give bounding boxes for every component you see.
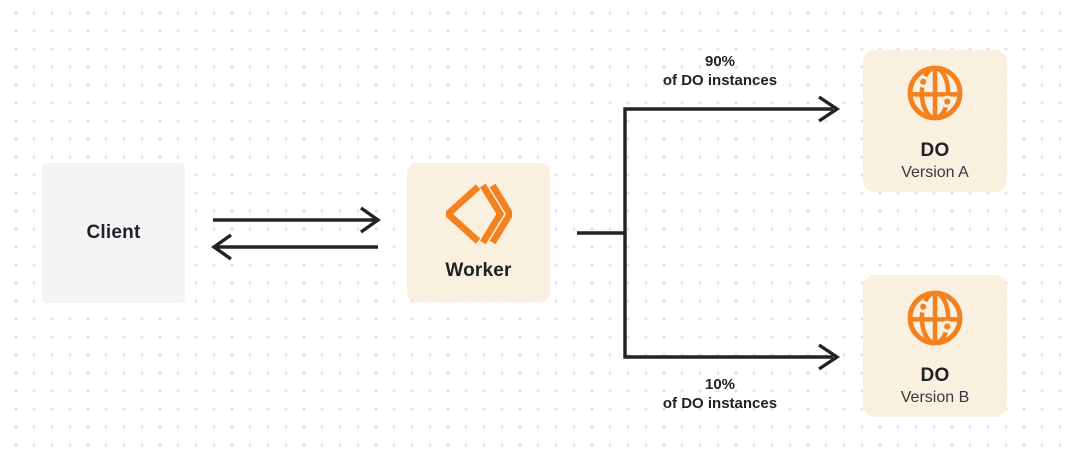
edge-label-caption: of DO instances bbox=[662, 395, 778, 412]
edge-label-90-percent: 90% of DO instances bbox=[620, 52, 820, 90]
do-a-title: DO bbox=[920, 140, 950, 161]
client-node: Client bbox=[42, 163, 185, 303]
do-version-a-node: DO Version A bbox=[863, 50, 1007, 192]
workers-icon bbox=[445, 183, 512, 244]
client-label: Client bbox=[86, 222, 141, 243]
globe-icon bbox=[906, 64, 964, 122]
worker-node: Worker bbox=[407, 163, 550, 302]
do-a-subtitle: Version A bbox=[901, 164, 969, 181]
worker-label: Worker bbox=[445, 259, 512, 281]
edge-label-caption: of DO instances bbox=[662, 72, 778, 89]
branch-worker-to-do-a bbox=[577, 107, 833, 235]
branch-worker-to-do-b bbox=[623, 233, 833, 359]
arrow-do-a-head bbox=[818, 95, 841, 123]
arrow-client-to-worker-head bbox=[360, 206, 381, 234]
globe-icon bbox=[906, 289, 964, 347]
do-version-b-node: DO Version B bbox=[863, 275, 1007, 417]
edge-label-percent: 10% bbox=[704, 376, 736, 393]
do-b-title: DO bbox=[920, 365, 950, 386]
arrow-do-b-head bbox=[818, 343, 841, 371]
edge-label-percent: 90% bbox=[704, 53, 736, 70]
do-b-subtitle: Version B bbox=[900, 389, 970, 406]
arrow-worker-to-client-head bbox=[211, 233, 232, 261]
edge-label-10-percent: 10% of DO instances bbox=[620, 375, 820, 413]
